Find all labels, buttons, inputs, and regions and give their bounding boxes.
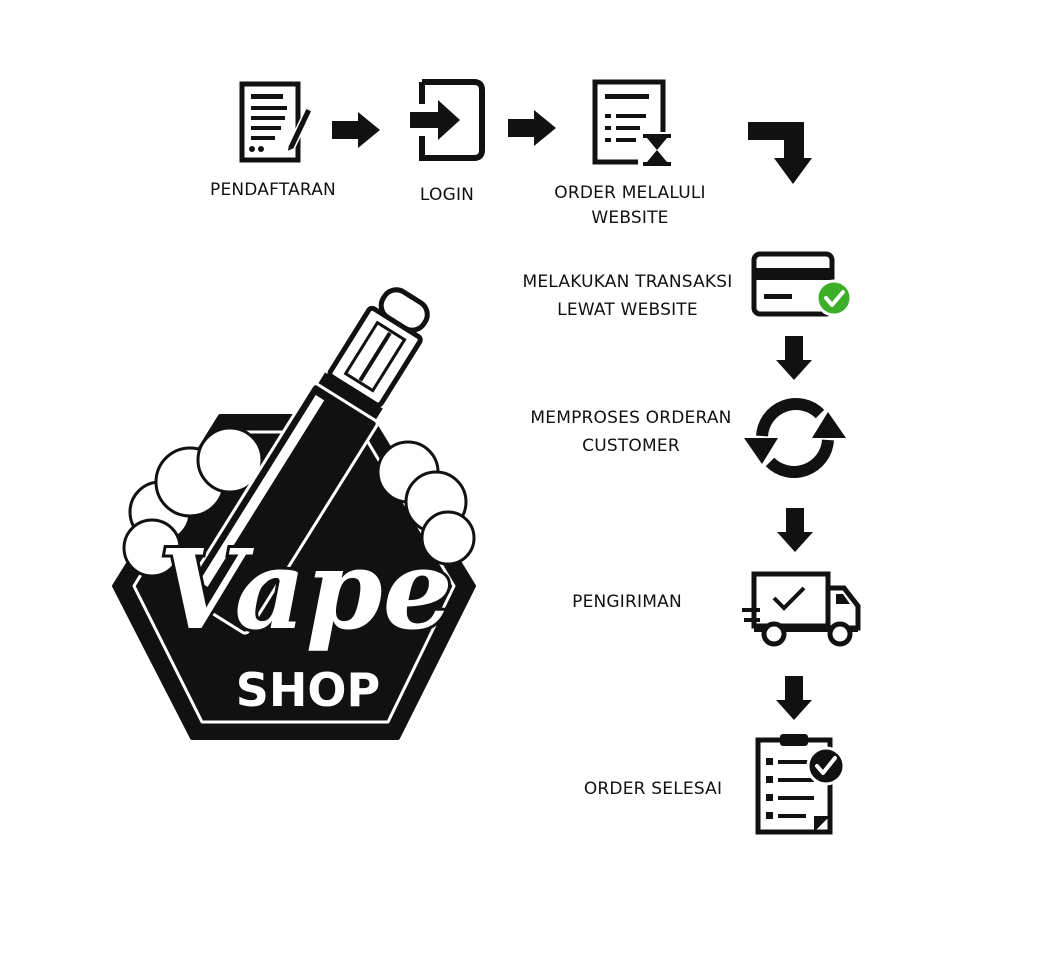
step-label-order-website: ORDER MELALULI WEBSITE (540, 181, 720, 231)
vape-shop-logo: Vape SHOP (108, 276, 482, 752)
flow-arrow-down (776, 334, 812, 382)
step-label-selesai: ORDER SELESAI (578, 775, 728, 803)
step-label-line1: ORDER MELALULI (554, 183, 706, 203)
flow-arrow-corner-down (746, 120, 812, 186)
step-label-line1: MELAKUKAN TRANSAKSI (522, 272, 733, 292)
order-pending-icon (590, 78, 680, 170)
flow-arrow-down (777, 506, 813, 554)
step-label-line1: ORDER SELESAI (583, 779, 723, 799)
logo-word: Vape (159, 525, 452, 654)
step-label-pendaftaran: PENDAFTARAN (203, 176, 343, 204)
step-label-login: LOGIN (397, 181, 497, 209)
step-label-line2: LEWAT WEBSITE (557, 300, 698, 320)
flow-arrow-down (776, 674, 812, 722)
step-label-line1: LOGIN (419, 185, 475, 205)
flow-arrow-right (330, 112, 382, 148)
delivery-truck-icon (740, 570, 864, 648)
step-label-pengiriman: PENGIRIMAN (572, 588, 682, 616)
credit-card-check-icon (750, 250, 854, 320)
checklist-clipboard-icon (752, 730, 848, 836)
step-label-proses: MEMPROSES ORDERAN CUSTOMER (521, 404, 741, 460)
refresh-cycle-icon (738, 396, 852, 480)
step-label-line2: WEBSITE (591, 208, 669, 228)
flow-arrow-right (506, 110, 558, 146)
step-label-transaksi: MELAKUKAN TRANSAKSI LEWAT WEBSITE (515, 268, 740, 324)
step-label-line1: PENGIRIMAN (572, 592, 682, 612)
login-icon (408, 78, 486, 162)
step-label-line1: MEMPROSES ORDERAN (530, 408, 732, 428)
step-label-line2: CUSTOMER (582, 436, 680, 456)
step-label-line1: PENDAFTARAN (210, 180, 336, 200)
registration-form-icon (236, 80, 316, 165)
logo-sub: SHOP (236, 663, 380, 717)
